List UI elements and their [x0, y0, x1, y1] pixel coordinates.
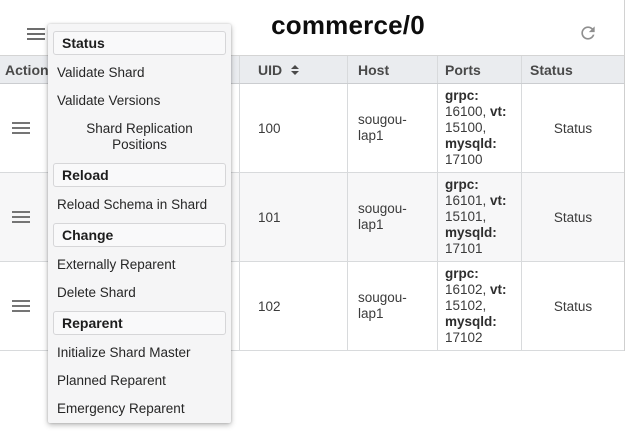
column-header-host: Host — [348, 56, 438, 83]
menu-item-initialize-shard-master[interactable]: Initialize Shard Master — [57, 345, 191, 360]
port-name: vt: — [490, 282, 507, 297]
hidden-cell — [120, 84, 240, 172]
hamburger-bar — [12, 211, 30, 213]
hamburger-bar — [12, 216, 30, 218]
menu-item-externally-reparent[interactable]: Externally Reparent — [57, 257, 176, 272]
column-header-label: Status — [530, 61, 573, 78]
port-name: grpc: — [445, 88, 479, 103]
column-header-label: UID — [258, 61, 283, 78]
uid-cell: 101 — [240, 173, 348, 261]
hidden-cell — [120, 173, 240, 261]
sort-down-arrow — [291, 70, 300, 75]
ports-cell: grpc: 16101, vt: 15101, mysqld: 17101 — [438, 173, 522, 261]
menu-section-header-reload: Reload — [53, 163, 226, 187]
menu-item-validate-versions[interactable]: Validate Versions — [57, 93, 161, 108]
menu-section-header-status: Status — [53, 31, 226, 55]
column-header-label: Actions — [5, 61, 57, 78]
menu-item-shard-replication-positions[interactable]: Shard Replication Positions — [86, 121, 193, 152]
hamburger-bar — [12, 305, 30, 307]
status-link[interactable]: Status — [553, 120, 593, 136]
host-cell: sougou-lap1 — [348, 84, 438, 172]
menu-item-validate-shard[interactable]: Validate Shard — [57, 65, 145, 80]
column-header-ports: Ports — [438, 56, 522, 83]
page-title: commerce/0 — [271, 10, 425, 40]
menu-item-emergency-reparent[interactable]: Emergency Reparent — [57, 401, 185, 416]
ports-text: grpc: 16100, vt: 15100, mysqld: 17100 — [445, 88, 507, 167]
status-cell: Status — [522, 173, 624, 261]
ports-cell: grpc: 16100, vt: 15100, mysqld: 17100 — [438, 84, 522, 172]
column-header-label: Ports — [445, 61, 481, 78]
column-header-uid[interactable]: UID — [240, 56, 348, 83]
menu-section-header-change: Change — [53, 223, 226, 247]
port-name: grpc: — [445, 266, 479, 281]
hamburger-bar — [12, 127, 30, 129]
hamburger-bar — [12, 122, 30, 124]
ports-text: grpc: 16102, vt: 15102, mysqld: 17102 — [445, 266, 507, 345]
status-cell: Status — [522, 84, 624, 172]
hamburger-bar — [12, 300, 30, 302]
hamburger-menu-icon[interactable] — [27, 28, 45, 40]
menu-item-delete-shard[interactable]: Delete Shard — [57, 285, 136, 300]
hidden-cell — [120, 262, 240, 350]
sort-up-arrow — [291, 64, 300, 69]
row-actions-menu-icon[interactable] — [12, 211, 30, 223]
hamburger-bar — [12, 221, 30, 223]
sort-icon[interactable] — [291, 64, 300, 75]
status-link[interactable]: Status — [553, 298, 593, 314]
menu-section-header-reparent: Reparent — [53, 311, 226, 335]
column-header-label: Host — [358, 61, 390, 78]
port-name: grpc: — [445, 177, 479, 192]
hamburger-bar — [27, 28, 45, 30]
port-name: vt: — [490, 193, 507, 208]
ports-text: grpc: 16101, vt: 15101, mysqld: 17101 — [445, 177, 507, 256]
column-header-status: Status — [522, 56, 624, 83]
column-header-blank — [120, 56, 240, 83]
port-name: mysqld: — [445, 225, 497, 240]
menu-item-reload-schema-in-shard[interactable]: Reload Schema in Shard — [57, 197, 208, 212]
uid-cell: 100 — [240, 84, 348, 172]
menu-item-planned-reparent[interactable]: Planned Reparent — [57, 373, 166, 388]
refresh-icon-glyph — [581, 26, 595, 40]
row-actions-menu-icon[interactable] — [12, 122, 30, 134]
hamburger-bar — [27, 33, 45, 35]
hamburger-bar — [12, 310, 30, 312]
host-cell: sougou-lap1 — [348, 173, 438, 261]
port-name: vt: — [490, 104, 507, 119]
uid-cell: 102 — [240, 262, 348, 350]
port-name: mysqld: — [445, 136, 497, 151]
row-actions-menu-icon[interactable] — [12, 300, 30, 312]
port-name: mysqld: — [445, 314, 497, 329]
hamburger-bar — [27, 38, 45, 40]
panel-right-border — [624, 0, 625, 56]
host-cell: sougou-lap1 — [348, 262, 438, 350]
hamburger-bar — [12, 132, 30, 134]
refresh-icon[interactable] — [578, 23, 598, 43]
ports-cell: grpc: 16102, vt: 15102, mysqld: 17102 — [438, 262, 522, 350]
status-link[interactable]: Status — [553, 209, 593, 225]
status-cell: Status — [522, 262, 624, 350]
